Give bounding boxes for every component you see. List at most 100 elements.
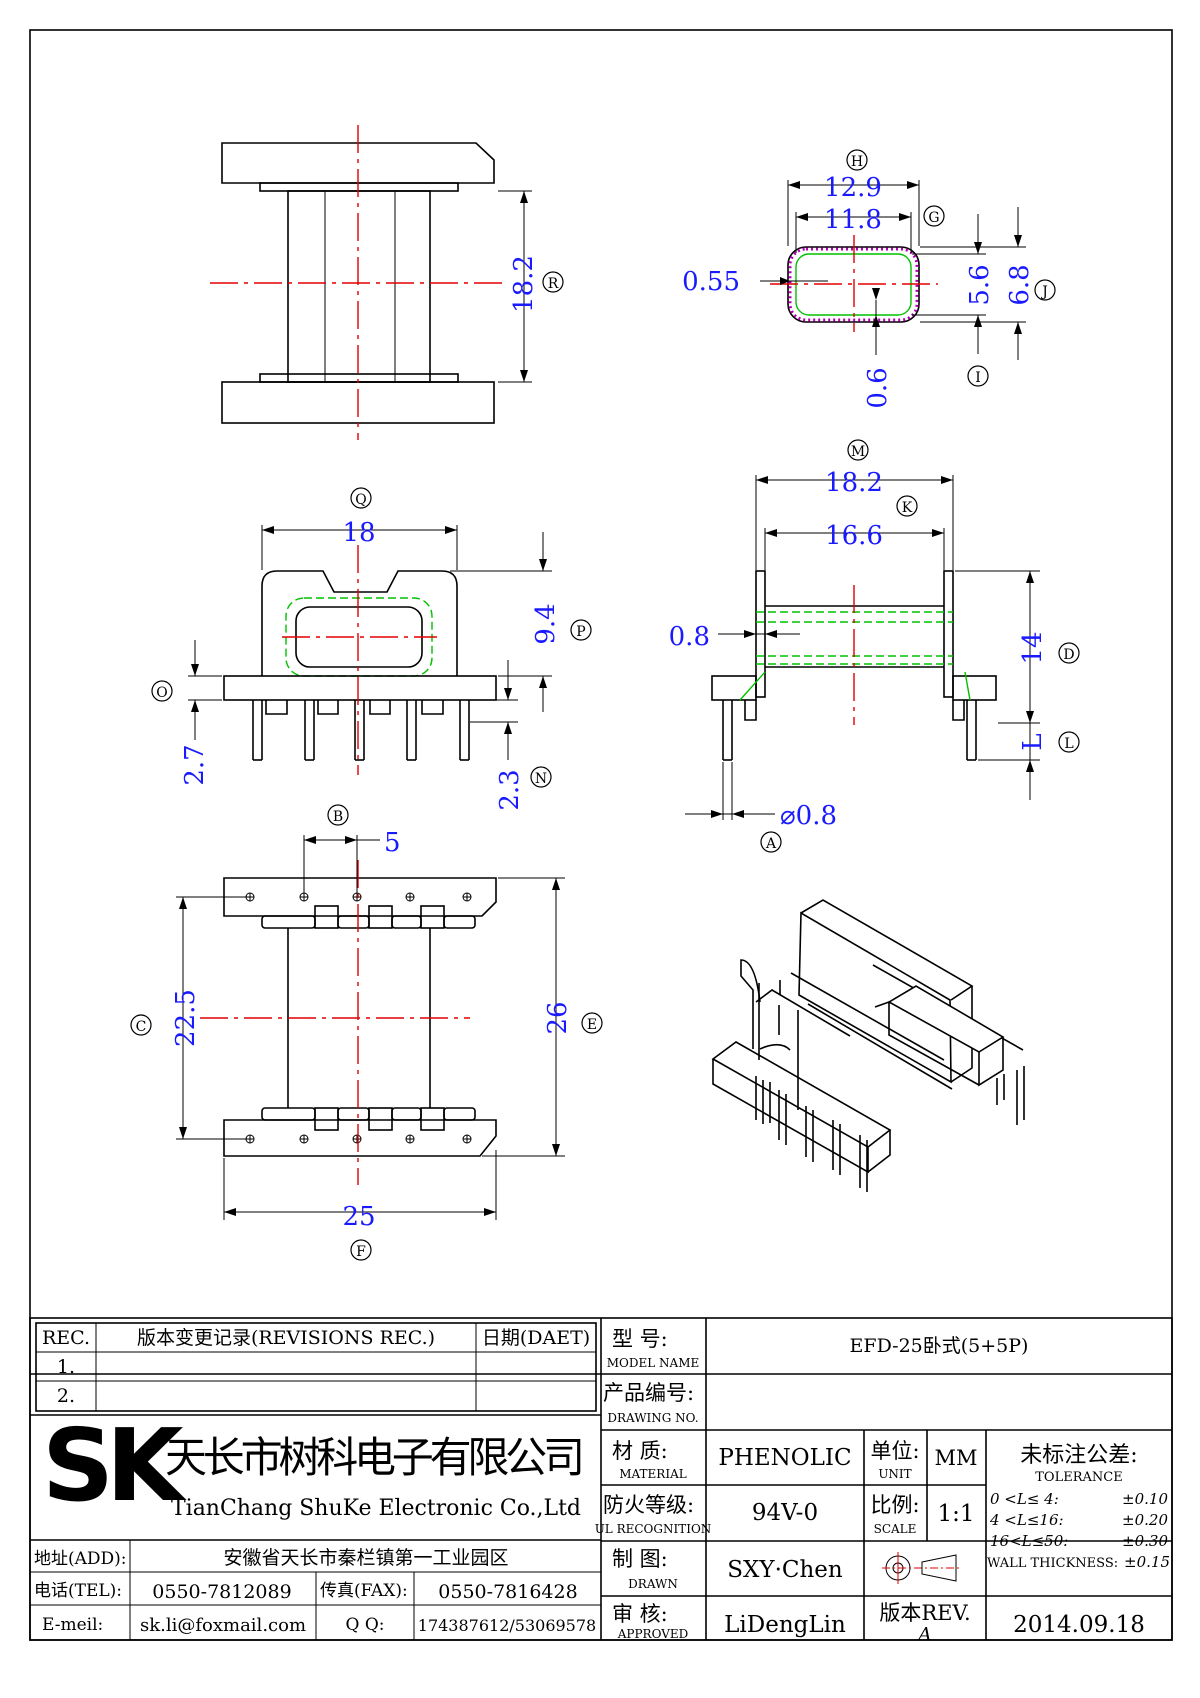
label-J: J: [1040, 284, 1048, 300]
dim-A-value: ⌀0.8: [780, 801, 837, 831]
label-E: E: [587, 1017, 597, 1033]
tel-label: 电话(TEL):: [34, 1581, 122, 1601]
material-label-en: MATERIAL: [619, 1467, 687, 1481]
dim-055-value: 0.55: [682, 267, 740, 297]
ul-label-cn: 防火等级:: [603, 1493, 694, 1517]
material-value: PHENOLIC: [718, 1445, 851, 1471]
drawn-value: SXY·Chen: [727, 1557, 843, 1583]
drawn-label-cn: 制 图:: [612, 1547, 668, 1571]
material-label-cn: 材 质:: [612, 1439, 668, 1463]
tolerance-value-3: ±0.30: [1122, 1532, 1168, 1550]
approved-label-en: APPROVED: [617, 1627, 689, 1641]
tolerance-label-cn: 未标注公差:: [1020, 1443, 1137, 1468]
approved-value: LiDengLin: [724, 1612, 846, 1638]
unit-value: MM: [934, 1446, 977, 1470]
dim-F-value: 25: [342, 1202, 375, 1232]
label-P: P: [576, 624, 585, 640]
fax-label: 传真(FAX):: [320, 1581, 408, 1601]
dim-E-value: 26: [543, 1001, 573, 1034]
date-header: 日期(DAET): [482, 1327, 590, 1349]
dim-56-value: 5.6: [965, 264, 995, 305]
label-G: G: [928, 210, 939, 226]
email-label: E-meil:: [42, 1615, 103, 1635]
dim-R-value: 18.2: [509, 255, 539, 313]
tolerance-value-1: ±0.10: [1122, 1490, 1168, 1508]
dim-06-value: 0.6: [863, 367, 893, 408]
dim-H-value: 12.9: [824, 173, 882, 203]
qq-label: Q Q:: [345, 1615, 384, 1635]
company-logo: SK: [42, 1407, 187, 1524]
dim-08-value: 0.8: [669, 622, 710, 652]
dim-Q-value: 18: [342, 518, 375, 548]
label-A: A: [765, 836, 777, 852]
approved-label-cn: 审 核:: [612, 1602, 668, 1626]
label-M: M: [851, 444, 865, 460]
scale-label-en: SCALE: [874, 1522, 917, 1536]
rev-row-2: 2.: [57, 1385, 75, 1407]
ul-value: 94V-0: [752, 1500, 818, 1526]
label-D: D: [1063, 647, 1074, 663]
dim-G-value: 11.8: [824, 205, 882, 235]
rev-header: REC.: [42, 1327, 90, 1349]
ul-label-en: UL RECOGNITION: [595, 1522, 712, 1536]
dim-M-value: 18.2: [825, 468, 883, 498]
email-value: sk.li@foxmail.com: [140, 1615, 306, 1636]
projection-symbol-icon: [882, 1552, 962, 1584]
tolerance-range-1: 0 <L≤ 4:: [990, 1490, 1059, 1508]
dim-P-value: 9.4: [531, 603, 561, 644]
unit-label-cn: 单位:: [870, 1439, 919, 1463]
label-Q: Q: [355, 492, 366, 508]
dim-C-value: 22.5: [171, 989, 201, 1047]
tolerance-label-en: TOLERANCE: [1035, 1470, 1122, 1485]
label-N: N: [535, 771, 547, 787]
label-I: I: [975, 370, 981, 386]
drawing-no-label-en: DRAWING NO.: [607, 1411, 698, 1425]
model-value: EFD-25卧式(5+5P): [850, 1335, 1029, 1357]
unit-label-en: UNIT: [878, 1467, 911, 1481]
isometric-view: [711, 899, 1025, 1192]
date-value: 2014.09.18: [1013, 1612, 1145, 1638]
label-H: H: [851, 154, 863, 170]
front-view: 18 Q 9.4 P 2.7 O 2.3 N: [151, 487, 592, 811]
fax-value: 0550-7816428: [438, 1581, 577, 1603]
tolerance-range-2: 4 <L≤16:: [989, 1511, 1064, 1529]
label-C: C: [136, 1019, 147, 1035]
label-L: L: [1064, 736, 1073, 752]
address-value: 安徽省天长市秦栏镇第一工业园区: [223, 1547, 508, 1569]
title-block: REC. 版本变更记录(REVISIONS REC.) 日期(DAET) 1. …: [29, 1317, 1173, 1645]
address-label: 地址(ADD):: [34, 1549, 127, 1569]
dim-B-value: 5: [384, 828, 401, 858]
drawing-no-label-cn: 产品编号:: [603, 1381, 694, 1405]
tolerance-range-3: 16<L≤50:: [990, 1532, 1068, 1550]
tolerance-value-2: ±0.20: [1122, 1511, 1168, 1529]
bottom-view: 5 B 22.5 C 26 E 25 F: [130, 804, 603, 1261]
label-F: F: [356, 1244, 366, 1260]
side-view: 18.2 M 16.6 K 0.8 14 D L L ⌀0.8: [669, 439, 1080, 853]
scale-value: 1:1: [937, 1501, 974, 1527]
label-R: R: [548, 276, 559, 292]
top-view: 18.2 R: [210, 125, 564, 440]
dim-L-value: L: [1018, 733, 1048, 750]
wall-thickness-label: WALL THICKNESS:: [987, 1556, 1118, 1571]
rev-record-header: 版本变更记录(REVISIONS REC.): [137, 1327, 435, 1349]
wall-thickness-value: ±0.15: [1124, 1553, 1170, 1571]
dim-O-value: 2.7: [180, 744, 210, 785]
drawn-label-en: DRAWN: [628, 1577, 678, 1591]
qq-value: 174387612/53069578: [418, 1616, 596, 1635]
dim-D-value: 14: [1018, 631, 1048, 664]
dim-68-value: 6.8: [1005, 264, 1035, 305]
end-view: 12.9 H 11.8 G 0.55 5.6 6.8 J 0.6 I: [682, 149, 1056, 409]
rev-label-cn: 版本REV.: [879, 1601, 970, 1625]
label-K: K: [902, 500, 913, 516]
rev-row-1: 1.: [57, 1356, 75, 1378]
label-B: B: [333, 809, 343, 825]
company-name-cn: 天长市树科电子有限公司: [165, 1433, 585, 1482]
dim-K-value: 16.6: [825, 521, 883, 551]
model-label-cn: 型 号:: [612, 1327, 668, 1351]
tel-value: 0550-7812089: [152, 1581, 291, 1603]
model-label-en: MODEL NAME: [607, 1356, 700, 1370]
label-O: O: [156, 685, 167, 701]
scale-label-cn: 比例:: [870, 1493, 919, 1517]
dim-N-value: 2.3: [495, 769, 525, 810]
